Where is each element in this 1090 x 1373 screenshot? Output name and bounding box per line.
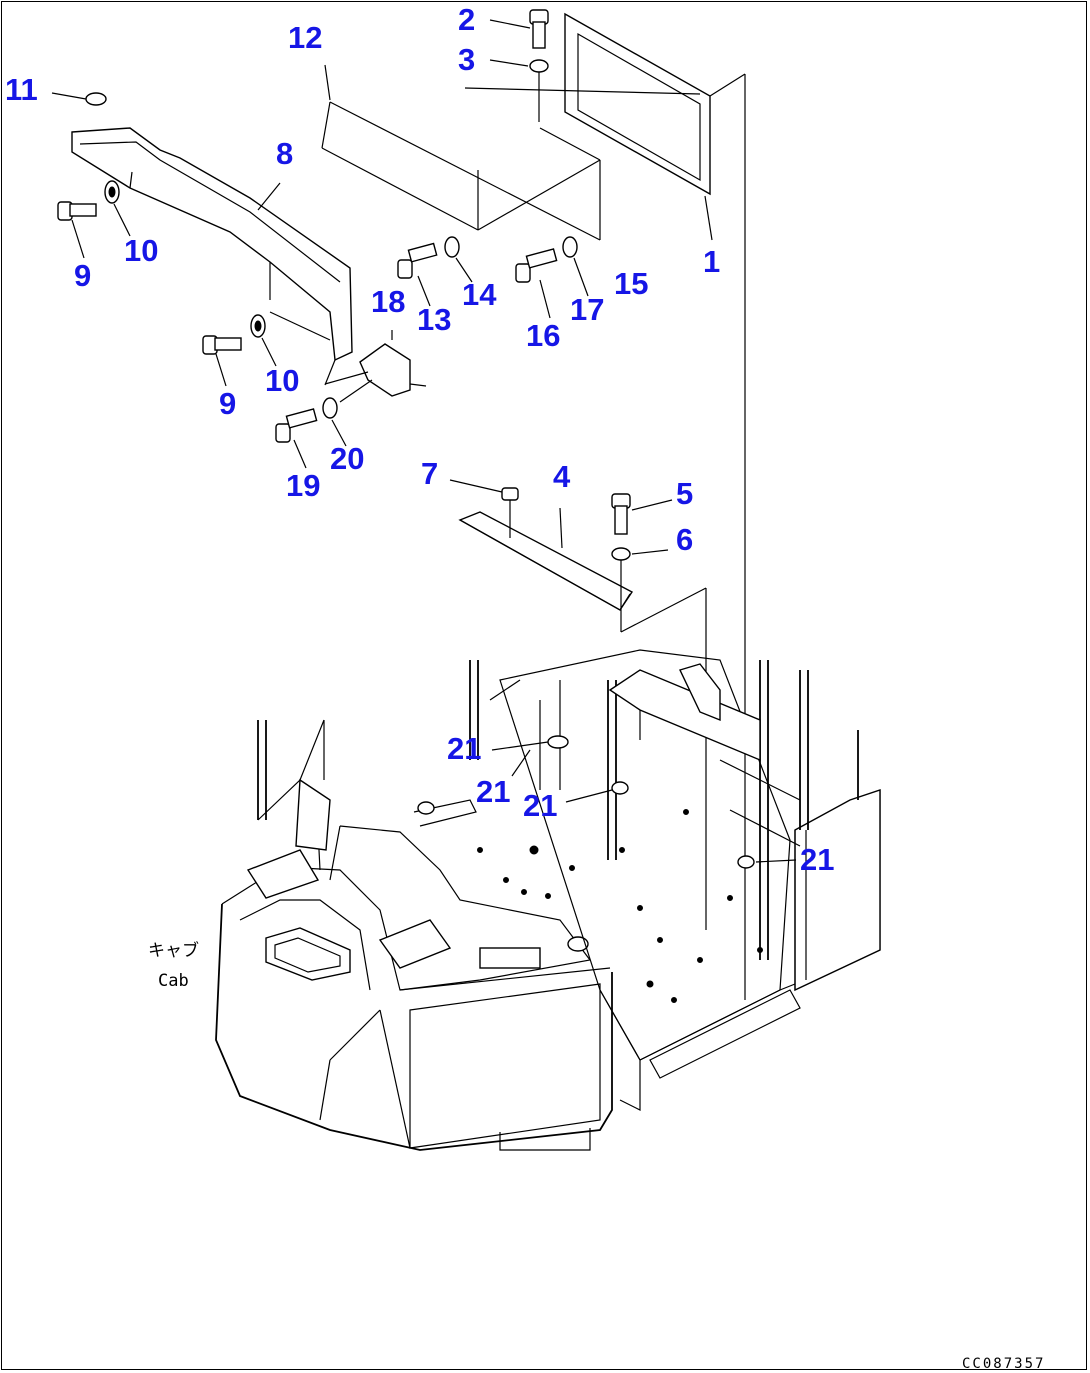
- callout-9-upper: 9: [74, 258, 91, 293]
- callout-9-lower: 9: [219, 386, 236, 421]
- callout-17: 17: [570, 292, 604, 327]
- callout-1: 1: [703, 244, 720, 279]
- callout-7: 7: [421, 456, 438, 491]
- part-8-bracket: [71, 127, 353, 386]
- part-18-hinge: [324, 330, 427, 397]
- callout-21-c: 21: [523, 788, 557, 823]
- part-11-clip: [51, 92, 107, 106]
- part-16-bolt: [515, 248, 558, 319]
- part-20-washer: [322, 379, 373, 447]
- part-14-washer: [444, 236, 473, 283]
- part-4-channel: [458, 507, 634, 611]
- callout-15: 15: [614, 266, 648, 301]
- callout-21-b: 21: [476, 774, 510, 809]
- callout-13: 13: [417, 302, 451, 337]
- part-5-bolt: [611, 493, 673, 535]
- callout-8: 8: [276, 136, 293, 171]
- callout-16: 16: [526, 318, 560, 353]
- callout-3: 3: [458, 42, 475, 77]
- callout-labels: 1 2 3 4 5 6 7 8 9 9 10 10 11 12 13 14 15…: [5, 2, 834, 877]
- part-7-nut: [449, 479, 519, 538]
- callout-6: 6: [676, 522, 693, 557]
- part-2-bolt: [489, 9, 549, 49]
- part-21-bosses: [417, 735, 797, 869]
- part-3-washer: [489, 59, 549, 122]
- cab-label: キャブ Cab: [148, 940, 199, 991]
- callout-4: 4: [553, 459, 571, 494]
- callout-14: 14: [462, 277, 497, 312]
- part-12-panel: [321, 64, 701, 241]
- part-6-washer: [611, 547, 707, 930]
- part-9-bolt-upper: [57, 201, 97, 259]
- part-9-bolt-lower: [202, 335, 242, 387]
- cab-structure: [215, 649, 881, 1151]
- part-13-bolt: [397, 242, 438, 307]
- callout-5: 5: [676, 476, 693, 511]
- drawing-code: CC087357: [962, 1356, 1045, 1372]
- callout-2: 2: [458, 2, 475, 37]
- part-17-washer: [562, 236, 589, 297]
- callout-21-a: 21: [447, 731, 481, 766]
- callout-19: 19: [286, 468, 320, 503]
- callout-20: 20: [330, 441, 364, 476]
- callout-10-upper: 10: [124, 233, 158, 268]
- callout-10-lower: 10: [265, 363, 299, 398]
- cab-label-en: Cab: [158, 971, 189, 991]
- part-10-washer-lower: [250, 314, 277, 367]
- callout-12: 12: [288, 20, 322, 55]
- callout-18: 18: [371, 284, 405, 319]
- callout-21-d: 21: [800, 842, 834, 877]
- part-1-cover-plate: [564, 12, 746, 1000]
- floor-holes: [477, 809, 763, 1003]
- callout-11: 11: [5, 72, 38, 107]
- cab-label-jp: キャブ: [148, 940, 199, 961]
- part-10-washer-upper: [104, 180, 131, 237]
- part-19-bolt: [275, 408, 318, 469]
